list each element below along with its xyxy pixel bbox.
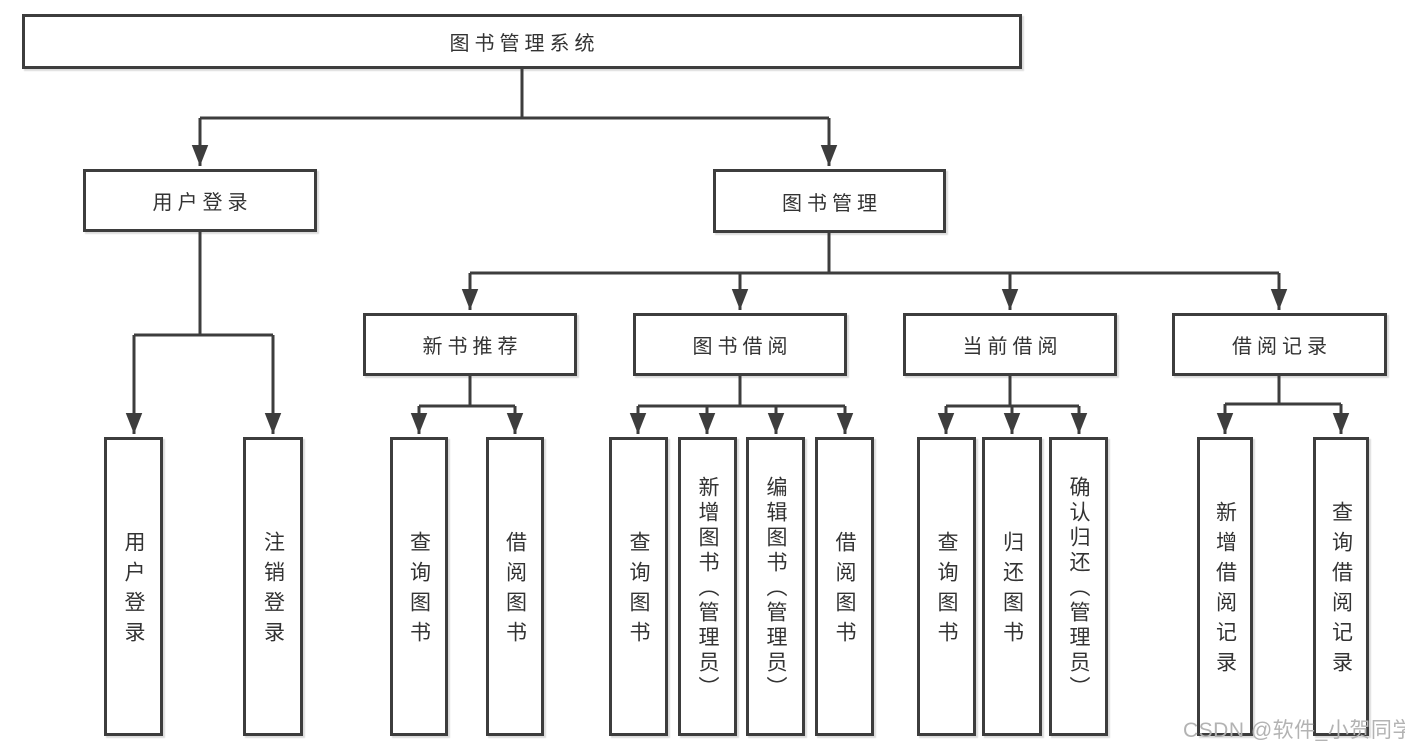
node-current-borrow: 当前借阅 — [903, 313, 1117, 376]
leaf-records-query-record-label: 查询借阅记录 — [1329, 501, 1353, 681]
leaf-newrec-borrow-books: 借阅图书 — [486, 437, 544, 736]
leaf-newrec-query-books: 查询图书 — [390, 437, 448, 736]
leaf-borrow-edit-book-admin-label: 编辑图书（管理员） — [764, 476, 787, 701]
node-borrow-records-label: 借阅记录 — [1232, 336, 1332, 358]
connector-spines — [134, 69, 1341, 408]
node-user-login: 用户登录 — [83, 169, 317, 232]
connector-arrows — [125, 118, 1350, 434]
leaf-borrow-add-book-admin: 新增图书（管理员） — [678, 437, 737, 736]
node-book-management-label: 图书管理 — [782, 192, 882, 215]
leaf-borrow-borrow-books: 借阅图书 — [815, 437, 874, 736]
leaf-newrec-query-books-label: 查询图书 — [407, 531, 431, 651]
node-root: 图书管理系统 — [22, 14, 1022, 69]
node-new-book-recommend: 新书推荐 — [363, 313, 577, 376]
leaf-records-add-record: 新增借阅记录 — [1197, 437, 1253, 736]
leaf-borrow-borrow-books-label: 借阅图书 — [833, 531, 856, 651]
node-book-management: 图书管理 — [713, 169, 946, 233]
leaf-user-login-label: 用户登录 — [122, 531, 145, 651]
leaf-borrow-query-books-label: 查询图书 — [627, 531, 650, 651]
node-new-book-recommend-label: 新书推荐 — [422, 336, 523, 358]
leaf-current-query-books: 查询图书 — [917, 437, 976, 736]
leaf-borrow-edit-book-admin: 编辑图书（管理员） — [746, 437, 805, 736]
leaf-current-confirm-return-admin-label: 确认归还（管理员） — [1067, 476, 1090, 701]
leaf-newrec-borrow-books-label: 借阅图书 — [503, 531, 527, 651]
csdn-watermark: CSDN @软件_小贺同学 — [1183, 719, 1405, 742]
leaf-records-add-record-label: 新增借阅记录 — [1213, 501, 1237, 681]
node-book-borrow: 图书借阅 — [633, 313, 847, 376]
node-current-borrow-label: 当前借阅 — [962, 336, 1063, 358]
leaf-logout-login-label: 注销登录 — [261, 531, 285, 651]
leaf-current-return-book: 归还图书 — [982, 437, 1042, 736]
leaf-current-return-book-label: 归还图书 — [1000, 531, 1024, 651]
node-book-borrow-label: 图书借阅 — [692, 336, 793, 358]
leaf-records-query-record: 查询借阅记录 — [1313, 437, 1369, 736]
node-root-label: 图书管理系统 — [449, 33, 600, 55]
node-user-login-label: 用户登录 — [152, 192, 253, 214]
leaf-user-login: 用户登录 — [104, 437, 163, 736]
leaf-borrow-add-book-admin-label: 新增图书（管理员） — [696, 476, 719, 701]
node-borrow-records: 借阅记录 — [1172, 313, 1387, 376]
leaf-logout-login: 注销登录 — [243, 437, 303, 736]
leaf-borrow-query-books: 查询图书 — [609, 437, 668, 736]
leaf-current-confirm-return-admin: 确认归还（管理员） — [1049, 437, 1108, 736]
leaf-current-query-books-label: 查询图书 — [935, 531, 958, 651]
